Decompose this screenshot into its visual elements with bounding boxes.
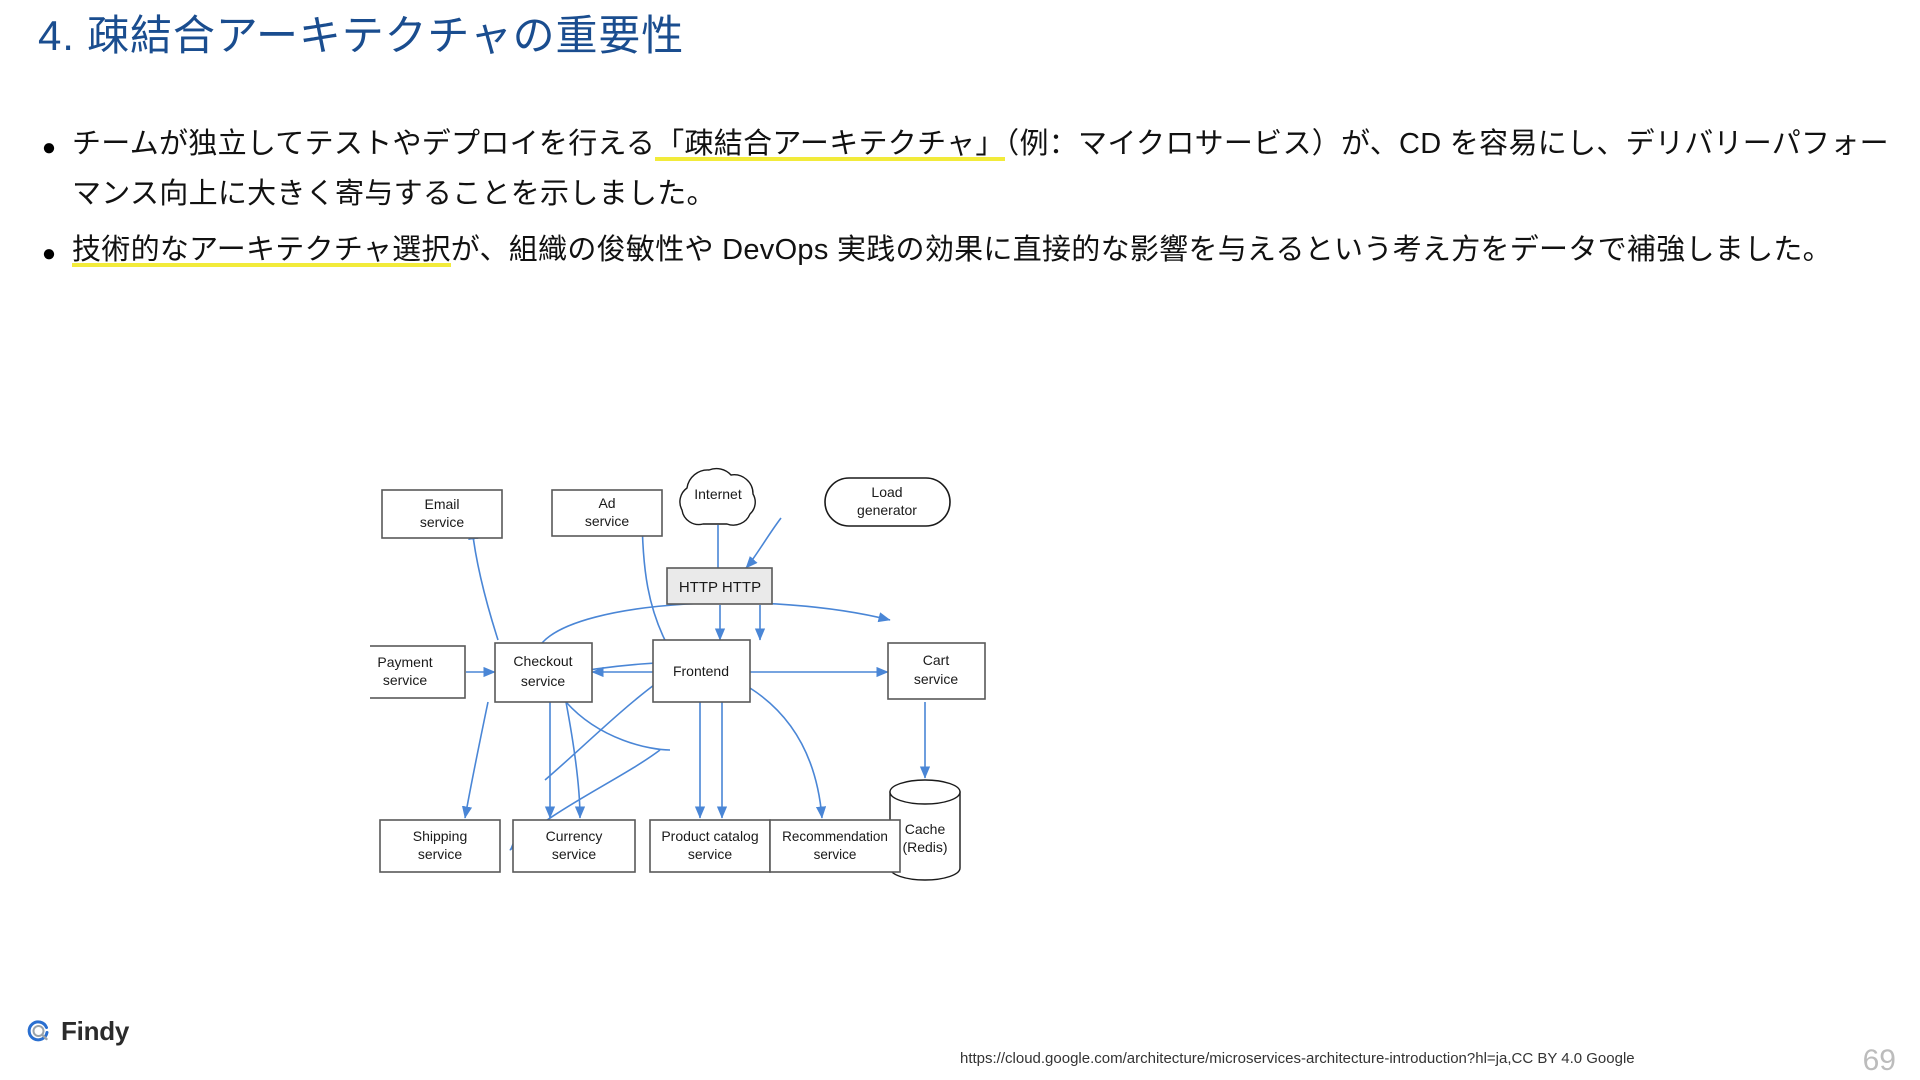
node-ad-service: Ad service <box>551 489 663 537</box>
node-label: Shipping <box>413 828 468 844</box>
node-label: Currency <box>546 828 603 844</box>
edge-checkout-email <box>468 527 499 641</box>
node-label: service <box>521 673 566 689</box>
node-http-bar: HTTP HTTP <box>666 567 773 605</box>
node-label: Load <box>871 484 902 500</box>
findy-logo-text: Findy <box>61 1016 130 1046</box>
node-recommendation-service: Recommendation service <box>769 819 901 873</box>
node-label: generator <box>857 502 917 518</box>
node-label: Ad <box>598 495 615 511</box>
node-internet-cloud: Internet <box>679 467 756 526</box>
source-citation: https://cloud.google.com/architecture/mi… <box>960 1050 1635 1067</box>
node-label: Internet <box>694 486 742 502</box>
microservices-architecture-diagram: Email service Ad service Internet Load g… <box>370 450 1370 910</box>
node-label: Payment <box>377 654 432 670</box>
node-label: service <box>585 513 630 529</box>
bullet-segment-highlighted: 技術的なアーキテクチャ選択 <box>72 233 451 267</box>
diagram-connectors <box>461 507 931 866</box>
bullet-segment: （例：マイクロサービス）が、CD を容易にし、デリバリーパフォーマンス向上に大き… <box>72 128 1889 210</box>
node-label: HTTP HTTP <box>679 579 761 596</box>
node-label: service <box>688 846 733 862</box>
edge-frontend-recommendation <box>749 687 827 819</box>
bullet-segment: が、組織の俊敏性や DevOps 実践の効果に直接的な影響を与えるという考え方を… <box>450 233 1832 266</box>
node-frontend: Frontend <box>652 639 751 703</box>
bullet-list: ● チームが独立してテストやデプロイを行える「疎結合アーキテクチャ」（例：マイク… <box>40 120 1900 282</box>
edge-checkout-cart-arc <box>541 601 891 644</box>
node-currency-service: Currency service <box>512 819 636 873</box>
node-shipping-service: Shipping service <box>379 819 501 873</box>
bullet-text: チームが独立してテストやデプロイを行える「疎結合アーキテクチャ」（例：マイクロサ… <box>72 120 1900 220</box>
edge-loadgen-http <box>745 517 782 569</box>
page-title: 4. 疎結合アーキテクチャの重要性 <box>38 12 685 59</box>
findy-logo: Findy <box>26 1018 129 1044</box>
edge-checkout-shipping <box>461 701 489 819</box>
node-label: Checkout <box>513 653 572 669</box>
node-label: service <box>814 847 857 862</box>
node-label: (Redis) <box>902 839 947 855</box>
node-label: Email <box>424 496 459 512</box>
node-label: service <box>420 514 465 530</box>
node-label: service <box>914 671 959 687</box>
node-payment-service: Payment service <box>370 645 466 699</box>
node-cache-redis: Cache (Redis) <box>889 779 961 881</box>
list-item: ● 技術的なアーキテクチャ選択が、組織の俊敏性や DevOps 実践の効果に直接… <box>40 226 1900 276</box>
bullet-marker-icon: ● <box>41 134 57 161</box>
node-cart-service: Cart service <box>887 642 986 700</box>
list-item: ● チームが独立してテストやデプロイを行える「疎結合アーキテクチャ」（例：マイク… <box>40 120 1900 220</box>
line-frontend-curve-left <box>544 681 659 781</box>
node-product-catalog-service: Product catalog service <box>649 819 771 873</box>
node-label: service <box>383 672 428 688</box>
bullet-text: 技術的なアーキテクチャ選択が、組織の俊敏性や DevOps 実践の効果に直接的な… <box>72 226 1900 276</box>
node-checkout-service: Checkout service <box>494 642 593 703</box>
edge-checkout-currency-2 <box>565 701 586 819</box>
findy-search-icon <box>26 1018 52 1044</box>
node-label: Cache <box>905 821 946 837</box>
bullet-segment: チームが独立してテストやデプロイを行える <box>72 128 656 160</box>
bullet-marker-icon: ● <box>41 239 57 267</box>
node-label: Frontend <box>673 663 729 679</box>
bullet-segment-highlighted: 「疎結合アーキテクチャ」 <box>655 128 1005 161</box>
node-label: service <box>552 846 597 862</box>
node-label: service <box>418 846 463 862</box>
node-label: Product catalog <box>661 828 758 844</box>
node-label: Recommendation <box>782 829 888 844</box>
line-checkout-curve <box>565 701 671 751</box>
page-number: 69 <box>1862 1044 1896 1077</box>
node-label: Cart <box>923 652 950 668</box>
node-email-service: Email service <box>381 489 503 539</box>
node-load-generator: Load generator <box>824 477 951 527</box>
